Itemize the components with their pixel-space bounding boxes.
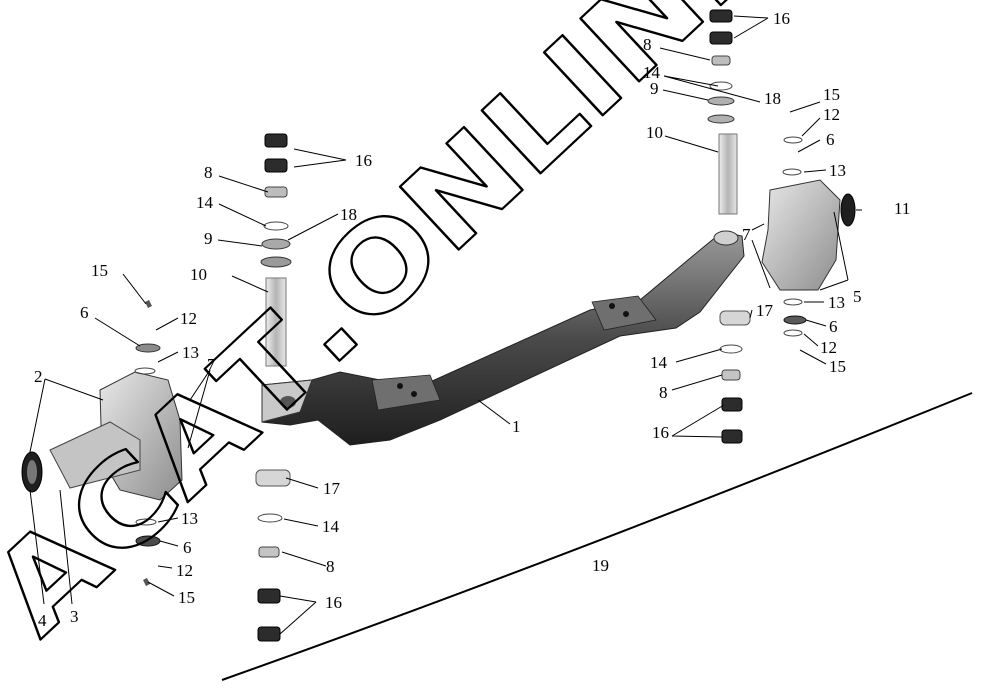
callout-11: 11 xyxy=(894,199,910,218)
callout-13-right-bottom: 13 xyxy=(828,293,845,312)
callout-14-right-bottom: 14 xyxy=(650,353,668,372)
callout-7-left: 7 xyxy=(207,355,216,374)
callout-16-left-top: 16 xyxy=(355,151,372,170)
callout-12-right-top: 12 xyxy=(823,105,840,124)
callout-16-left-bottom: 16 xyxy=(325,593,342,612)
callout-8-right-bottom: 8 xyxy=(659,383,668,402)
callout-5: 5 xyxy=(853,287,862,306)
callout-15-right-bottom: 15 xyxy=(829,357,846,376)
right-kingpin-stack xyxy=(707,9,751,444)
callout-4: 4 xyxy=(38,611,47,630)
callout-8-left-bottom: 8 xyxy=(326,557,335,576)
callout-10-right: 10 xyxy=(646,123,663,142)
callout-15-left-bottom: 15 xyxy=(178,588,195,607)
callout-12-left-bottom: 12 xyxy=(176,561,193,580)
callout-15-right-top: 15 xyxy=(823,85,840,104)
callout-10-left: 10 xyxy=(190,265,207,284)
callout-8-left-top: 8 xyxy=(204,163,213,182)
callout-labels: 1 2 3 4 5 6 6 6 6 7 7 8 8 8 8 9 9 10 10 … xyxy=(34,9,910,630)
callout-13-left-top: 13 xyxy=(182,343,199,362)
callout-13-left-bottom: 13 xyxy=(181,509,198,528)
callout-3: 3 xyxy=(70,607,79,626)
callout-6-right-top: 6 xyxy=(826,130,835,149)
callout-12-right-bottom: 12 xyxy=(820,338,837,357)
callout-13-right-top: 13 xyxy=(829,161,846,180)
callout-2: 2 xyxy=(34,367,43,386)
axle-beam xyxy=(261,230,745,446)
callout-14-left-bottom: 14 xyxy=(322,517,340,536)
callout-17-right: 17 xyxy=(756,301,774,320)
callout-18-left: 18 xyxy=(340,205,357,224)
callout-19: 19 xyxy=(592,556,609,575)
callout-15-left-top: 15 xyxy=(91,261,108,280)
callout-18-right: 18 xyxy=(764,89,781,108)
callout-8-right-top: 8 xyxy=(643,35,652,54)
callout-9-right: 9 xyxy=(650,79,659,98)
left-kingpin-stack xyxy=(255,133,292,642)
callout-14-right-top: 14 xyxy=(643,63,661,82)
callout-16-right-bottom: 16 xyxy=(652,423,669,442)
leader-lines xyxy=(29,15,862,635)
watermark: АСАТ.ONLINE xyxy=(0,0,799,662)
callout-7-right: 7 xyxy=(742,225,751,244)
callout-17-left: 17 xyxy=(323,479,341,498)
ground-line xyxy=(221,392,973,681)
callout-14-left-top: 14 xyxy=(196,193,214,212)
left-steering-knuckle xyxy=(21,300,183,586)
callout-1: 1 xyxy=(512,417,521,436)
callout-12-left-top: 12 xyxy=(180,309,197,328)
callout-6-left-top: 6 xyxy=(80,303,89,322)
callout-6-right-bottom: 6 xyxy=(829,317,838,336)
right-steering-knuckle xyxy=(761,136,856,337)
callout-16-right-top: 16 xyxy=(773,9,790,28)
callout-6-left-bottom: 6 xyxy=(183,538,192,557)
callout-9-left: 9 xyxy=(204,229,213,248)
